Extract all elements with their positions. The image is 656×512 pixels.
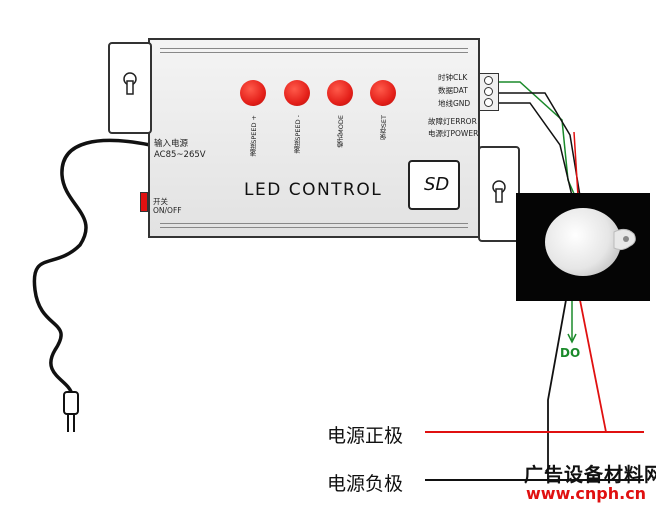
switch-label-cn: 开关 xyxy=(153,197,168,206)
sd-label: SD xyxy=(424,174,450,195)
sd-card-slot xyxy=(408,160,460,210)
wire-gnd xyxy=(499,102,573,197)
switch-label-en: ON/OFF xyxy=(153,206,182,215)
watermark-url: www.cnph.cn xyxy=(526,484,647,503)
speed-up-button[interactable] xyxy=(240,80,266,106)
data-out-label: DO xyxy=(560,346,581,360)
wire-clk xyxy=(499,81,576,197)
wire-dat xyxy=(499,92,581,197)
terminal-clk-label: 时钟CLK xyxy=(438,73,468,82)
plug-icon xyxy=(63,391,79,432)
set-label: 保存SET xyxy=(380,115,388,141)
speed-down-button[interactable] xyxy=(284,80,310,106)
terminal-dat-label: 数据DAT xyxy=(438,86,468,95)
terminal-gnd-label: 地线GND xyxy=(438,99,471,108)
mode-label: 模式MODE xyxy=(337,115,345,148)
set-button[interactable] xyxy=(370,80,396,106)
power-input-voltage: AC85~265V xyxy=(154,150,206,160)
negative-rail-label: 电源负极 xyxy=(327,473,404,495)
power-cord xyxy=(32,138,151,396)
led-pixel-bulb xyxy=(545,208,621,276)
led-pixel-tab xyxy=(613,228,636,251)
watermark-name: 广告设备材料网 xyxy=(524,464,656,486)
wire-black-vertical xyxy=(547,299,567,480)
indicator-error-label: 故障灯ERROR xyxy=(428,117,477,126)
speed-down-label: 速度SPEED - xyxy=(294,115,302,154)
screw-icon xyxy=(484,98,493,107)
power-switch[interactable] xyxy=(140,192,148,212)
speed-up-label: 速度SPEED + xyxy=(250,115,258,157)
keyhole-icon xyxy=(492,180,506,203)
power-input-label: 输入电源 xyxy=(154,139,189,149)
mode-button[interactable] xyxy=(327,80,353,106)
screw-icon xyxy=(484,76,493,85)
wire-red-top xyxy=(573,131,579,197)
indicator-power-label: 电源灯POWER xyxy=(428,129,479,138)
screw-icon xyxy=(484,87,493,96)
positive-rail-label: 电源正极 xyxy=(327,425,404,447)
wire-red-vertical xyxy=(579,299,607,433)
controller-title: LED CONTROL xyxy=(244,180,383,200)
keyhole-icon xyxy=(123,72,137,95)
